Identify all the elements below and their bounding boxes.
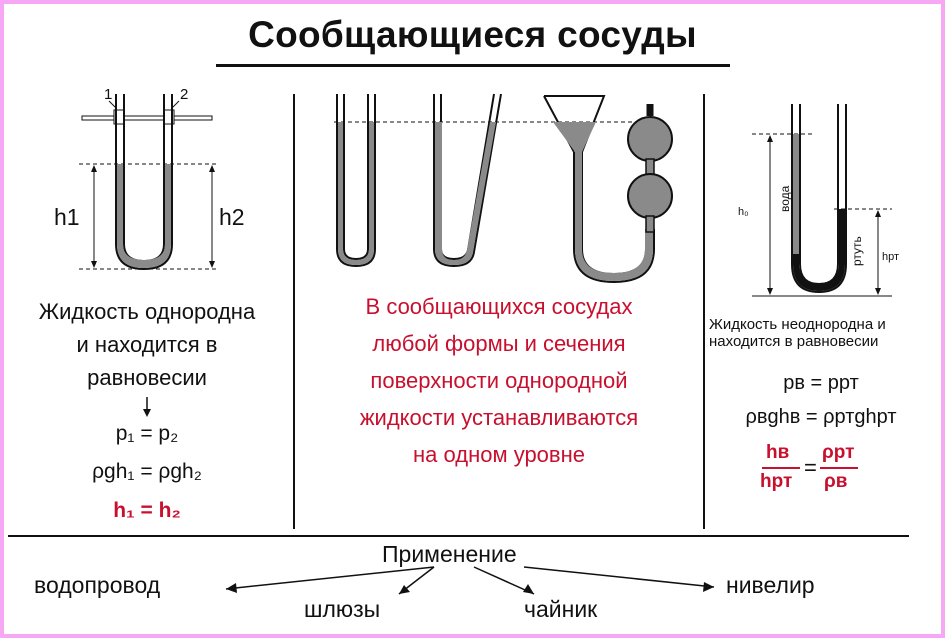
formula-pressure-water-mercury-expanded: ρвghв = ρртghрт	[745, 406, 897, 428]
fraction-left-numerator: hв	[766, 442, 790, 463]
statement-line-4: жидкости устанавливаются	[359, 405, 639, 430]
application-water-supply: водопровод	[34, 572, 161, 598]
label-water: вода	[778, 185, 792, 212]
label-h0: h₀	[738, 206, 749, 218]
fraction-left-denominator: hрт	[760, 471, 793, 492]
right-caption-line-1: Жидкость неоднородна и	[709, 316, 886, 333]
height-label-h2: h2	[219, 204, 245, 230]
fraction-equals: =	[804, 455, 817, 480]
vessels-diagram	[334, 93, 673, 284]
application-heading: Применение	[382, 541, 517, 567]
fraction-right-bar	[820, 467, 858, 469]
statement-line-5: на одном уровне	[412, 442, 585, 467]
height-label-h1: h1	[54, 204, 80, 230]
tube-label-1: 1	[104, 86, 113, 103]
left-caption-line-3: равновесии	[87, 365, 207, 390]
application-arrows	[225, 566, 715, 595]
diagram-layer	[8, 93, 909, 595]
fraction-right-numerator: ρрт	[822, 442, 855, 463]
left-caption-line-1: Жидкость однородна	[38, 299, 256, 324]
fraction-right-denominator: ρв	[824, 471, 848, 492]
page-title: Сообщающиеся сосуды	[248, 14, 697, 55]
title-underline	[216, 64, 730, 67]
formula-pressure-equality: p₁ = p₂	[115, 422, 179, 445]
statement-line-2: любой формы и сечения	[372, 331, 626, 356]
u-tube-diagram	[79, 94, 219, 271]
left-caption-line-2: и находится в	[76, 332, 218, 357]
statement-line-1: В сообщающихся сосудах	[365, 294, 633, 319]
application-level: нивелир	[726, 572, 815, 598]
statement-line-3: поверхности однородной	[370, 368, 628, 393]
fraction-left-bar	[762, 467, 800, 469]
water-mercury-diagram	[752, 104, 892, 297]
label-hpt: hрт	[882, 251, 900, 263]
application-kettle: чайник	[524, 596, 598, 622]
formula-pressure-water-mercury: pв = pрт	[783, 372, 859, 394]
right-caption-line-2: находится в равновесии	[709, 333, 879, 350]
ratio-formula: hв hрт = ρрт ρв	[760, 440, 860, 500]
formula-height-equality: h₁ = h₂	[113, 499, 181, 522]
label-mercury: ртуть	[850, 236, 864, 266]
tube-label-2: 2	[180, 86, 189, 103]
poster: Сообщающиеся сосуды 1 2 h1 h2 Жидкость о…	[4, 4, 941, 634]
application-locks: шлюзы	[304, 596, 381, 622]
formula-pressure-expanded: ρgh₁ = ρgh₂	[92, 460, 202, 483]
